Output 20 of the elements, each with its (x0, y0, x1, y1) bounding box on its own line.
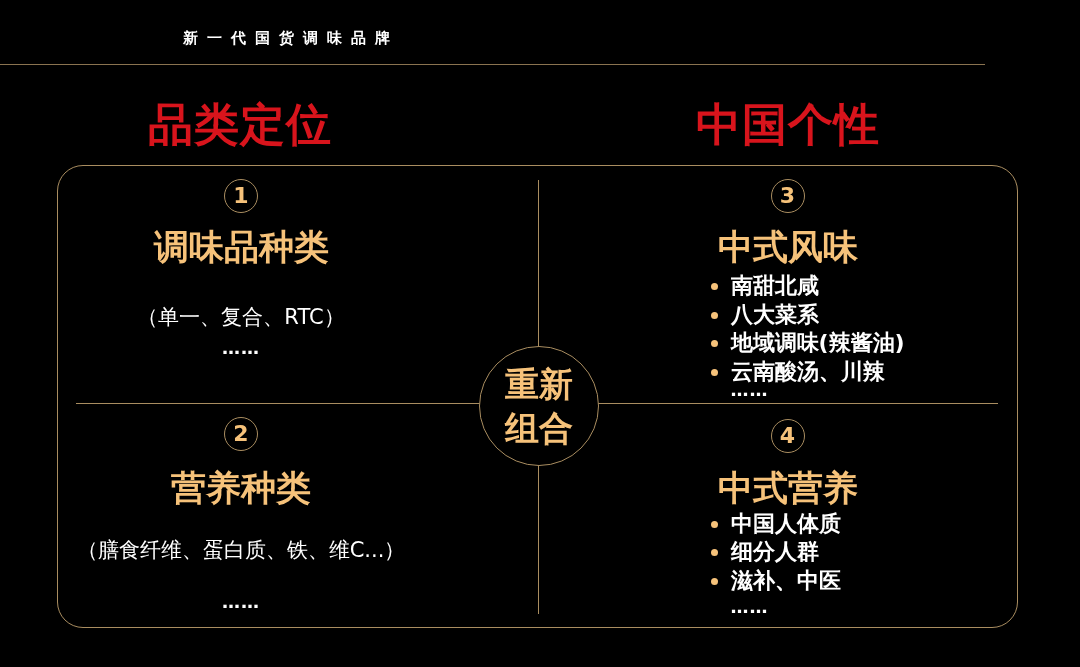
note-text: （单一、复合、RTC） (137, 304, 345, 331)
bullet-text: 细分人群 (730, 538, 819, 566)
quadrant-heading: 中式风味 (717, 226, 858, 268)
center-circle: 重新组合 (479, 346, 599, 466)
rounded-frame (57, 165, 1018, 628)
ellipsis-text: …… (222, 591, 260, 612)
header-tagline: 新一代国货调味品牌 (183, 28, 399, 48)
ellipsis-text: …… (222, 338, 260, 358)
bullet-text: 八大菜系 (730, 300, 819, 329)
bullet-text: 滋补、中医 (730, 566, 841, 595)
column-heading: 品类定位 (148, 98, 332, 152)
bullet-text: 中国人体质 (730, 509, 841, 538)
column-heading: 中国个性 (696, 98, 880, 152)
quadrant-heading: 营养种类 (171, 466, 311, 509)
quadrant-heading: 中式营养 (717, 466, 858, 509)
bullet-text: 地域调味(辣酱油) (730, 329, 905, 357)
quadrant-heading: 调味品种类 (153, 226, 329, 268)
bullet-text: 南甜北咸 (730, 272, 819, 300)
ellipsis-text: …… (730, 597, 769, 617)
note-text: （膳食纤维、蛋白质、铁、维C...） (76, 536, 406, 564)
